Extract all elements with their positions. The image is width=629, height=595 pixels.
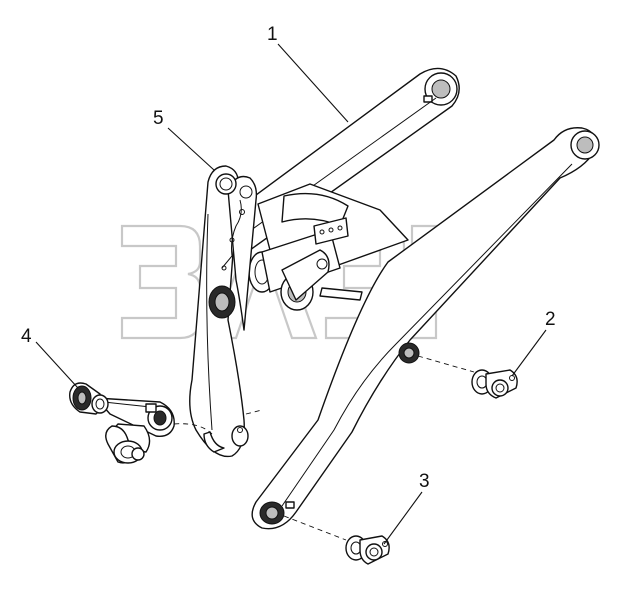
- linkage-rod: [69, 382, 263, 464]
- callout-4: 4: [21, 326, 32, 347]
- cross-tube: [248, 183, 409, 311]
- boom-arm-front: [251, 127, 600, 530]
- pin-assembly-2: [417, 355, 518, 399]
- pin-assembly-3: [283, 515, 390, 565]
- callout-3: 3: [419, 471, 430, 492]
- callout-5: 5: [153, 108, 164, 129]
- callout-leaders: [35, 43, 547, 545]
- callout-1: 1: [267, 24, 278, 45]
- callout-2: 2: [545, 309, 556, 330]
- bell-crank-link: [189, 165, 258, 458]
